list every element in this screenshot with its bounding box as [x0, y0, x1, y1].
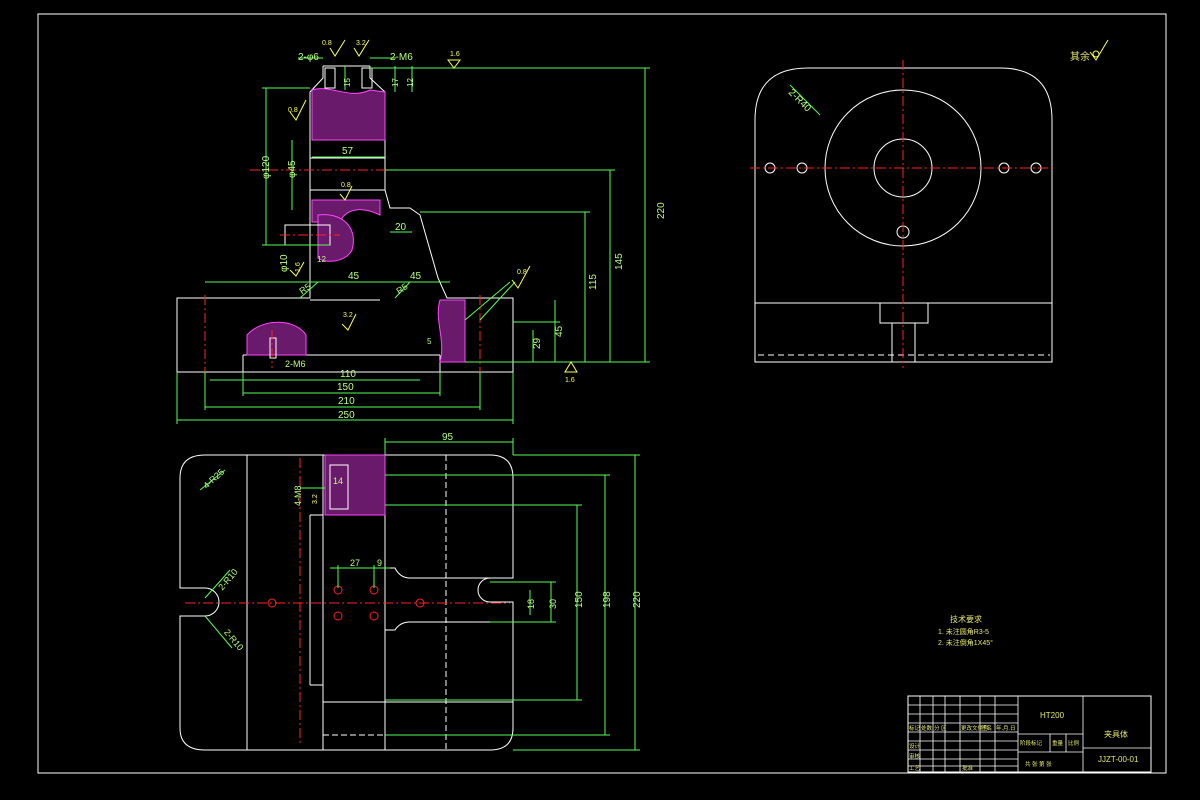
- label-ra-mid2: 0.8: [341, 182, 351, 189]
- side-view-centerlines: [750, 60, 1055, 368]
- top-view-centerlines: [185, 458, 510, 745]
- label-holes-top-right: 2-M6: [390, 52, 413, 63]
- top-view: 95 4-R25 4-M8 3.2 14 27 9 2-R10 2-R10 18…: [179, 432, 643, 751]
- label-top-d198: 198: [602, 591, 613, 608]
- tb-material: HT200: [1040, 711, 1065, 720]
- label-top-r10a: 2-R10: [216, 567, 239, 592]
- label-top-d30: 30: [548, 599, 558, 609]
- label-d45c: 45: [554, 325, 565, 337]
- label-ra-top-a: 0.8: [322, 40, 332, 47]
- label-holes-top-left: 2-φ6: [298, 52, 319, 63]
- tb-col-label-4: 签名: [981, 724, 992, 732]
- label-ra-top-b: 3.2: [356, 40, 366, 47]
- label-top-m8: 4-M8: [293, 485, 303, 506]
- tb-approve: 批准: [962, 764, 974, 772]
- label-top-d27: 27: [350, 558, 360, 568]
- front-view-centerlines: [204, 169, 481, 375]
- tb-row-label-3: 审核: [909, 752, 921, 760]
- label-top-d220: 220: [632, 591, 643, 608]
- top-view-dimension-lines: [199, 438, 640, 751]
- general-roughness-symbol: 其余: [1070, 39, 1109, 63]
- notes-item-2: 2. 未注倒角1X45°: [938, 638, 993, 647]
- tb-col-label-5: 年.月.日: [996, 724, 1016, 732]
- label-d115: 115: [588, 274, 599, 290]
- tb-drawing-no: JJZT-00-01: [1098, 755, 1139, 764]
- label-ra-left: 1.6: [295, 262, 302, 272]
- front-view-labels: 2-φ6 2-M6 0.8 3.2 1.6 15 17 12 0.8 57 φ1…: [261, 40, 667, 421]
- label-top-d95: 95: [442, 432, 454, 443]
- front-view-hatching: [246, 67, 466, 363]
- tb-col-label-2: 分 区: [934, 724, 947, 732]
- notes-title: 技术要求: [950, 614, 982, 624]
- tb-scale: 比例: [1068, 739, 1080, 747]
- label-top-d14: 14: [333, 476, 343, 486]
- label-d250: 250: [338, 410, 355, 421]
- label-d210: 210: [338, 396, 355, 407]
- label-top-d9: 9: [377, 558, 382, 568]
- label-d110: 110: [340, 369, 356, 380]
- tb-row-label-4: 工艺: [909, 765, 921, 772]
- label-ra-base: 3.2: [343, 312, 353, 319]
- label-d145: 145: [614, 253, 625, 270]
- tb-row-label-2: 设计: [909, 742, 921, 750]
- top-view-holes: [267, 585, 425, 621]
- notes-item-1: 1. 未注圆角R3-5: [938, 627, 989, 636]
- drawing-outer-frame: [37, 13, 1167, 774]
- front-view: 2-φ6 2-M6 0.8 3.2 1.6 15 17 12 0.8 57 φ1…: [176, 39, 667, 424]
- label-top-d150: 150: [574, 591, 585, 608]
- side-view: 2-R40: [750, 60, 1055, 368]
- label-d45dia: φ45: [287, 160, 298, 178]
- side-view-leader: [789, 84, 821, 116]
- label-d120: φ120: [261, 155, 272, 179]
- label-d220: 220: [656, 202, 667, 219]
- tb-col-label-1: 处数: [921, 724, 933, 732]
- label-r5b: R5: [394, 281, 409, 296]
- tb-col-label-3: 更改文件号: [961, 724, 989, 732]
- tb-sheet: 共 张 第 张: [1025, 760, 1052, 768]
- label-d15: 15: [343, 78, 352, 87]
- tb-row-label-1: 标记: [909, 724, 921, 732]
- rough-symbol-label: 其余: [1070, 50, 1090, 63]
- tb-weight: 重量: [1052, 739, 1064, 747]
- front-view-roughness-symbols: [289, 39, 578, 373]
- label-d12: 12: [406, 78, 415, 87]
- label-d150: 150: [337, 382, 354, 393]
- label-d45a: 45: [348, 271, 360, 282]
- label-top-r25: 4-R25: [201, 467, 226, 491]
- label-top-d18: 18: [526, 599, 536, 609]
- label-side-r40: 2-R40: [786, 87, 813, 114]
- label-ra-right: 0.8: [517, 269, 527, 276]
- label-ra-top-right: 1.6: [450, 51, 460, 58]
- front-view-dimension-lines: [176, 57, 650, 424]
- title-block: 标记 设计 审核 工艺 处数 分 区 更改文件号 签名 年.月.日 阶段标记 重…: [907, 695, 1152, 773]
- label-d5: 5: [427, 337, 432, 346]
- label-d17: 17: [391, 78, 400, 87]
- label-d20: 20: [395, 222, 407, 233]
- technical-notes: 技术要求 1. 未注圆角R3-5 2. 未注倒角1X45°: [938, 614, 993, 647]
- label-d10: φ10: [279, 254, 290, 272]
- label-top-ra: 3.2: [312, 494, 319, 504]
- label-d45b: 45: [410, 271, 422, 282]
- label-d29: 29: [532, 337, 543, 349]
- label-ra-mid: 0.8: [288, 107, 298, 114]
- label-d12b: 12: [317, 255, 326, 264]
- label-holes-base: 2-M6: [285, 359, 306, 369]
- label-d57: 57: [342, 146, 354, 157]
- tb-stage: 阶段标记: [1020, 739, 1043, 747]
- tb-part-name: 夹具体: [1104, 729, 1128, 739]
- label-ra-bottom-right: 1.6: [565, 377, 575, 384]
